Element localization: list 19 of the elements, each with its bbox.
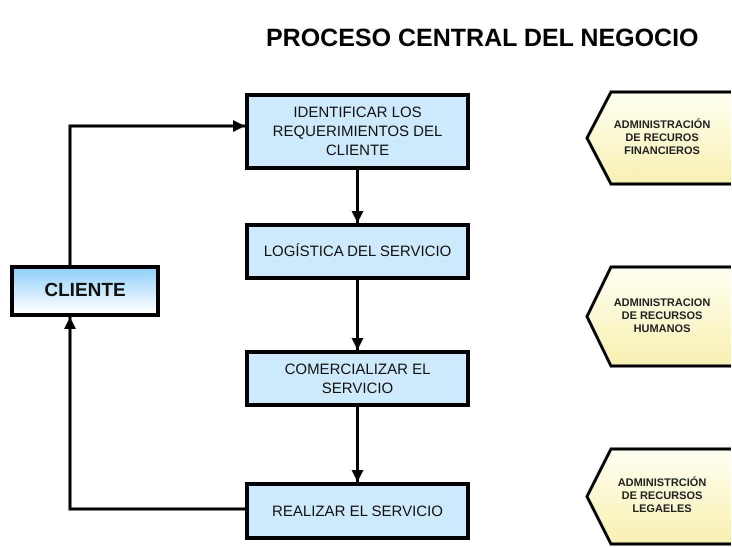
arrow — [64, 317, 245, 510]
node-label: IDENTIFICAR LOS REQUERIMIENTOS DEL CLIENTE — [272, 103, 444, 160]
arrow — [352, 170, 364, 223]
node-label: ADMINISTRCIÓN DE RECURSOS LEGAELES — [616, 477, 708, 516]
diagram-title: PROCESO CENTRAL DEL NEGOCIO — [266, 23, 698, 54]
process-box — [245, 350, 470, 407]
process-box — [245, 93, 470, 170]
client-box — [10, 265, 160, 317]
node-label: REALIZAR EL SERVICIO — [272, 502, 443, 520]
arrow — [68, 120, 245, 265]
node-label: COMERCIALIZAR EL SERVICIO — [284, 360, 432, 398]
process-box — [245, 482, 470, 540]
process-box — [245, 223, 470, 280]
node-label: ADMINISTRACION DE RECURSOS HUMANOS — [612, 297, 712, 336]
arrow — [352, 407, 364, 482]
arrow — [352, 280, 364, 350]
node-label: CLIENTE — [44, 278, 126, 303]
node-label: LOGÍSTICA DEL SERVICIO — [264, 242, 452, 261]
node-label: ADMINISTRACIÓN DE RECUROS FINANCIEROS — [612, 118, 712, 158]
